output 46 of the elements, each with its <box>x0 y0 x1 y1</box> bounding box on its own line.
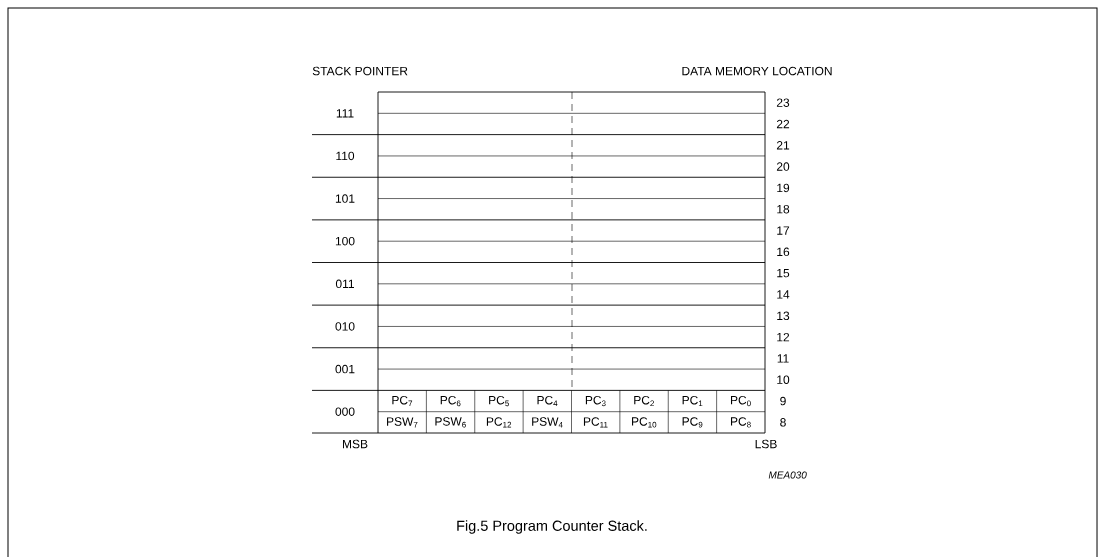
register-cell: PC$_{7}$ <box>392 395 413 407</box>
register-cell: PSW$_{4}$ <box>532 417 563 428</box>
stack-pointer-value: 111 <box>336 109 354 118</box>
column-heading: DATA MEMORY LOCATION <box>682 66 832 76</box>
address-number: 18 <box>777 205 790 214</box>
register-cell: PC$_{0}$ <box>731 395 751 407</box>
address-number: 12 <box>777 332 790 342</box>
figure-code: MEA030 <box>768 471 807 479</box>
register-cell: PSW$_{6}$ <box>435 417 466 428</box>
bit-label: MSB <box>343 439 368 449</box>
address-number: 9 <box>780 396 786 406</box>
register-cell: PC$_{1}$ <box>682 395 703 407</box>
stack-pointer-value: 011 <box>335 279 354 289</box>
register-cell: PC$_{5}$ <box>489 395 509 407</box>
address-number: 23 <box>776 98 790 107</box>
address-number: 15 <box>777 269 790 278</box>
bit-label: LSB <box>755 439 777 449</box>
register-cell: PC$_{12}$ <box>486 417 512 428</box>
address-number: 17 <box>777 226 790 235</box>
address-number: 11 <box>777 354 789 363</box>
address-number: 13 <box>777 311 790 321</box>
stack-pointer-value: 101 <box>335 194 355 203</box>
address-number: 8 <box>780 418 786 427</box>
address-number: 16 <box>777 247 790 257</box>
stack-pointer-value: 010 <box>335 322 355 331</box>
stack-pointer-value: 110 <box>336 151 355 161</box>
figure-caption: Fig.5 Program Counter Stack. <box>457 520 647 534</box>
register-cell: PSW$_{7}$ <box>387 417 418 428</box>
register-cell: PC$_{11}$ <box>583 417 608 428</box>
address-number: 21 <box>776 141 790 150</box>
address-number: 19 <box>777 183 790 193</box>
address-number: 10 <box>777 375 790 384</box>
register-cell: PC$_{2}$ <box>634 395 654 407</box>
address-number: 14 <box>777 290 790 299</box>
address-number: 22 <box>776 119 790 129</box>
address-number: 20 <box>776 162 790 171</box>
register-cell: PC$_{8}$ <box>731 417 751 428</box>
column-heading: STACK POINTER <box>312 66 408 76</box>
register-cell: PC$_{3}$ <box>585 395 606 407</box>
register-cell: PC$_{9}$ <box>682 417 703 428</box>
register-cell: PC$_{10}$ <box>632 417 657 428</box>
stack-pointer-value: 000 <box>335 407 355 416</box>
stack-pointer-value: 100 <box>335 236 355 246</box>
register-cell: PC$_{6}$ <box>440 395 461 407</box>
register-cell: PC$_{4}$ <box>537 395 558 407</box>
stack-pointer-value: 001 <box>335 364 355 374</box>
